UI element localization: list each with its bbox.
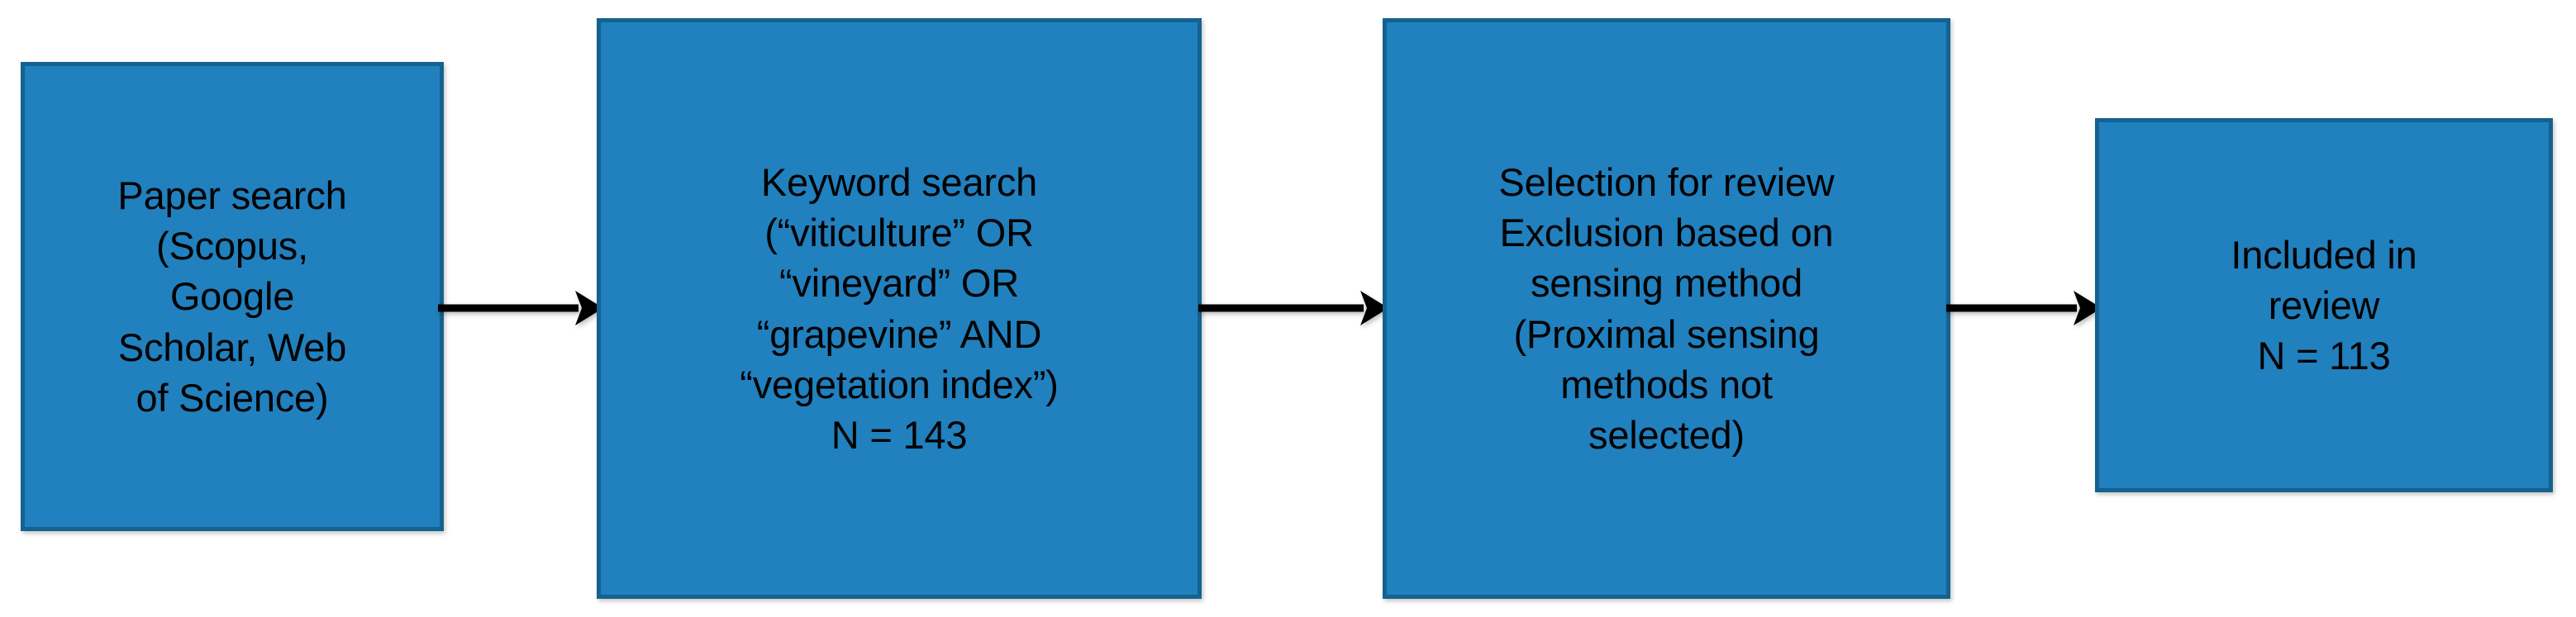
arrow-right-icon-1: [438, 291, 603, 325]
arrow-right-icon-3: [1946, 291, 2102, 325]
flow-node-paper-search[interactable]: Paper search (Scopus, Google Scholar, We…: [21, 62, 444, 531]
flow-node-selection[interactable]: Selection for review Exclusion based on …: [1383, 18, 1950, 599]
flow-node-keyword-search[interactable]: Keyword search (“viticulture” OR “vineya…: [597, 18, 1202, 599]
flow-node-keyword-search-label: Keyword search (“viticulture” OR “vineya…: [740, 160, 1059, 457]
flow-node-included[interactable]: Included in review N = 113: [2095, 118, 2553, 492]
flow-node-paper-search-label: Paper search (Scopus, Google Scholar, We…: [117, 173, 347, 420]
flow-node-included-label: Included in review N = 113: [2231, 232, 2417, 378]
flow-node-selection-label: Selection for review Exclusion based on …: [1498, 160, 1835, 457]
arrow-right-icon-2: [1198, 291, 1388, 325]
